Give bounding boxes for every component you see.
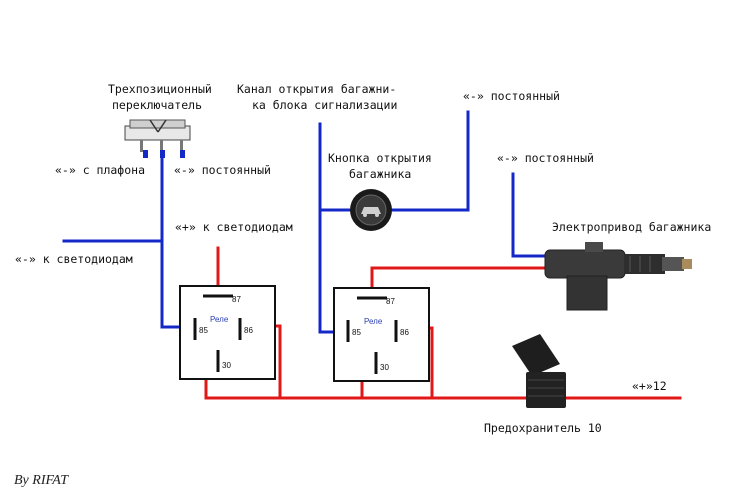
label-fuse: Предохранитель 10: [484, 421, 602, 435]
wire-actuator-neg: [511, 172, 550, 258]
relay-right: 87 85 86 30 Реле: [333, 287, 430, 382]
relay-right-brand: Реле: [364, 317, 383, 326]
label-plafon: «-» с плафона: [55, 163, 145, 177]
relay-left-brand: Реле: [210, 315, 229, 324]
label-switch-line2: переключатель: [112, 98, 202, 112]
fuse-holder-icon: [512, 334, 566, 408]
label-plus-leds: «+» к светодиодам: [175, 220, 293, 234]
relay-left-label-85: 85: [199, 326, 208, 335]
label-actuator: Электропривод багажника: [552, 220, 711, 234]
relay-right-label-86: 86: [400, 328, 409, 337]
label-button-line1: Кнопка открытия: [328, 151, 432, 165]
relay-right-body: [333, 287, 430, 382]
relay-left-label-86: 86: [244, 326, 253, 335]
relay-left-label-30: 30: [222, 361, 231, 370]
trunk-button-icon: [350, 189, 392, 231]
label-neg-const-left: «-» постоянный: [174, 163, 271, 177]
label-channel-line1: Канал открытия багажни-: [237, 82, 396, 96]
label-neg-const-top: «-» постоянный: [463, 89, 560, 103]
three-position-switch-icon: [124, 119, 191, 158]
relay-left-label-87: 87: [232, 295, 241, 304]
label-button-line2: багажника: [349, 167, 411, 181]
relay-right-label-85: 85: [352, 328, 361, 337]
label-plus12: «+»12: [632, 379, 667, 393]
relay-right-label-30: 30: [380, 363, 389, 372]
negative-wires: [62, 110, 550, 334]
label-switch-line1: Трехпозиционный: [108, 82, 212, 96]
wire-neg-switch-relay1-85: [160, 156, 182, 329]
label-minus-leds: «-» к светодиодам: [15, 252, 133, 266]
actuator-icon: [544, 242, 692, 311]
label-neg-const-right: «-» постоянный: [497, 151, 594, 165]
signature: By RIFAT: [14, 473, 69, 488]
label-channel-line2: ка блока сигнализации: [252, 98, 397, 112]
relay-right-label-87: 87: [386, 297, 395, 306]
relay-left: 87 85 86 30 Реле: [179, 285, 276, 380]
